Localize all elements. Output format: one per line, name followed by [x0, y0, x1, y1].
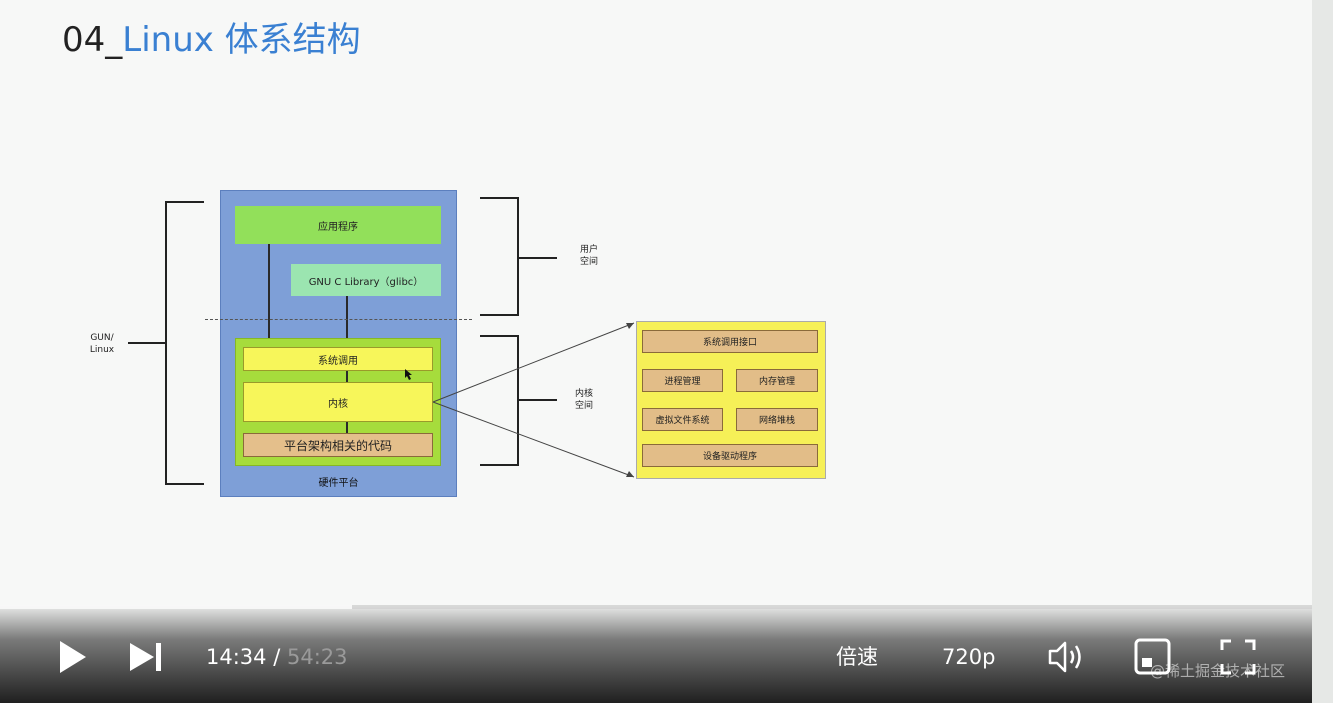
zoom-arrow-top-icon: [626, 323, 634, 329]
user-space-line-1: 用户: [579, 245, 598, 255]
zoom-line-bottom: [432, 401, 635, 478]
kernel-space-line-1: 内核: [574, 389, 593, 399]
volume-icon: [1048, 641, 1081, 673]
pip-button[interactable]: [1133, 637, 1173, 677]
connector-glibc-syscall: [346, 296, 348, 347]
zoom-line-top: [432, 322, 635, 403]
slide-canvas: [0, 0, 1312, 605]
duration: 54:23: [286, 645, 348, 669]
volume-button[interactable]: [1046, 638, 1086, 676]
application-block: 应用程序: [235, 206, 441, 244]
zoom-arrow-bottom-icon: [626, 471, 634, 477]
title-number: 04_: [62, 20, 123, 60]
kernel-space-line-2: 空间: [574, 401, 593, 411]
progress-bar[interactable]: [0, 605, 1312, 609]
watermark-text: @稀土掘金技术社区: [1150, 662, 1286, 680]
user-space-bracket: [480, 197, 557, 316]
next-icon: [130, 643, 161, 671]
syscall-interface-block: 系统调用接口: [642, 330, 818, 353]
connector-app-syscall: [268, 244, 270, 347]
quality-button[interactable]: 720p: [942, 645, 996, 669]
progress-fill: [0, 605, 352, 609]
memory-mgmt-block: 内存管理: [736, 369, 818, 392]
time-display: 14:34 / 54:23: [206, 643, 348, 671]
kernel-space-bracket: [480, 335, 557, 466]
user-space-line-2: 空间: [579, 257, 598, 267]
connector-syscall-kernel: [346, 371, 348, 382]
page-edge: [1312, 0, 1333, 703]
fullscreen-button[interactable]: [1218, 637, 1258, 677]
play-icon: [60, 641, 86, 673]
time-separator: /: [266, 645, 287, 669]
fullscreen-icon: [1220, 639, 1256, 675]
title-text: Linux 体系结构: [122, 20, 361, 60]
connector-kernel-arch: [346, 422, 348, 433]
play-button[interactable]: [56, 637, 88, 677]
user-space-label: 用户 空间: [574, 244, 604, 268]
vfs-block: 虚拟文件系统: [642, 408, 723, 431]
kernel-block: 内核: [243, 382, 433, 422]
pip-icon: [1134, 638, 1171, 675]
user-kernel-divider: [205, 319, 472, 320]
gun-linux-label: GUN/ Linux: [86, 332, 118, 356]
gun-linux-line-1: GUN/: [90, 333, 114, 343]
glibc-block: GNU C Library（glibc）: [291, 264, 441, 296]
speed-button[interactable]: 倍速: [836, 645, 878, 669]
hardware-platform-label: 硬件平台: [318, 478, 359, 489]
next-button[interactable]: [128, 637, 164, 677]
gun-linux-bracket: [128, 201, 204, 485]
diagram-lines: [128, 197, 635, 485]
arch-code-block: 平台架构相关的代码: [243, 433, 433, 457]
slide-title: 04_Linux 体系结构: [62, 18, 361, 62]
syscall-block: 系统调用: [243, 347, 433, 371]
player-control-bar: [0, 605, 1312, 703]
mouse-cursor-icon: [405, 369, 412, 380]
network-stack-block: 网络堆栈: [736, 408, 818, 431]
process-mgmt-block: 进程管理: [642, 369, 723, 392]
kernel-space-label: 内核 空间: [569, 388, 599, 412]
device-driver-block: 设备驱动程序: [642, 444, 818, 467]
current-time: 14:34: [206, 645, 267, 669]
gun-linux-line-2: Linux: [89, 345, 115, 355]
